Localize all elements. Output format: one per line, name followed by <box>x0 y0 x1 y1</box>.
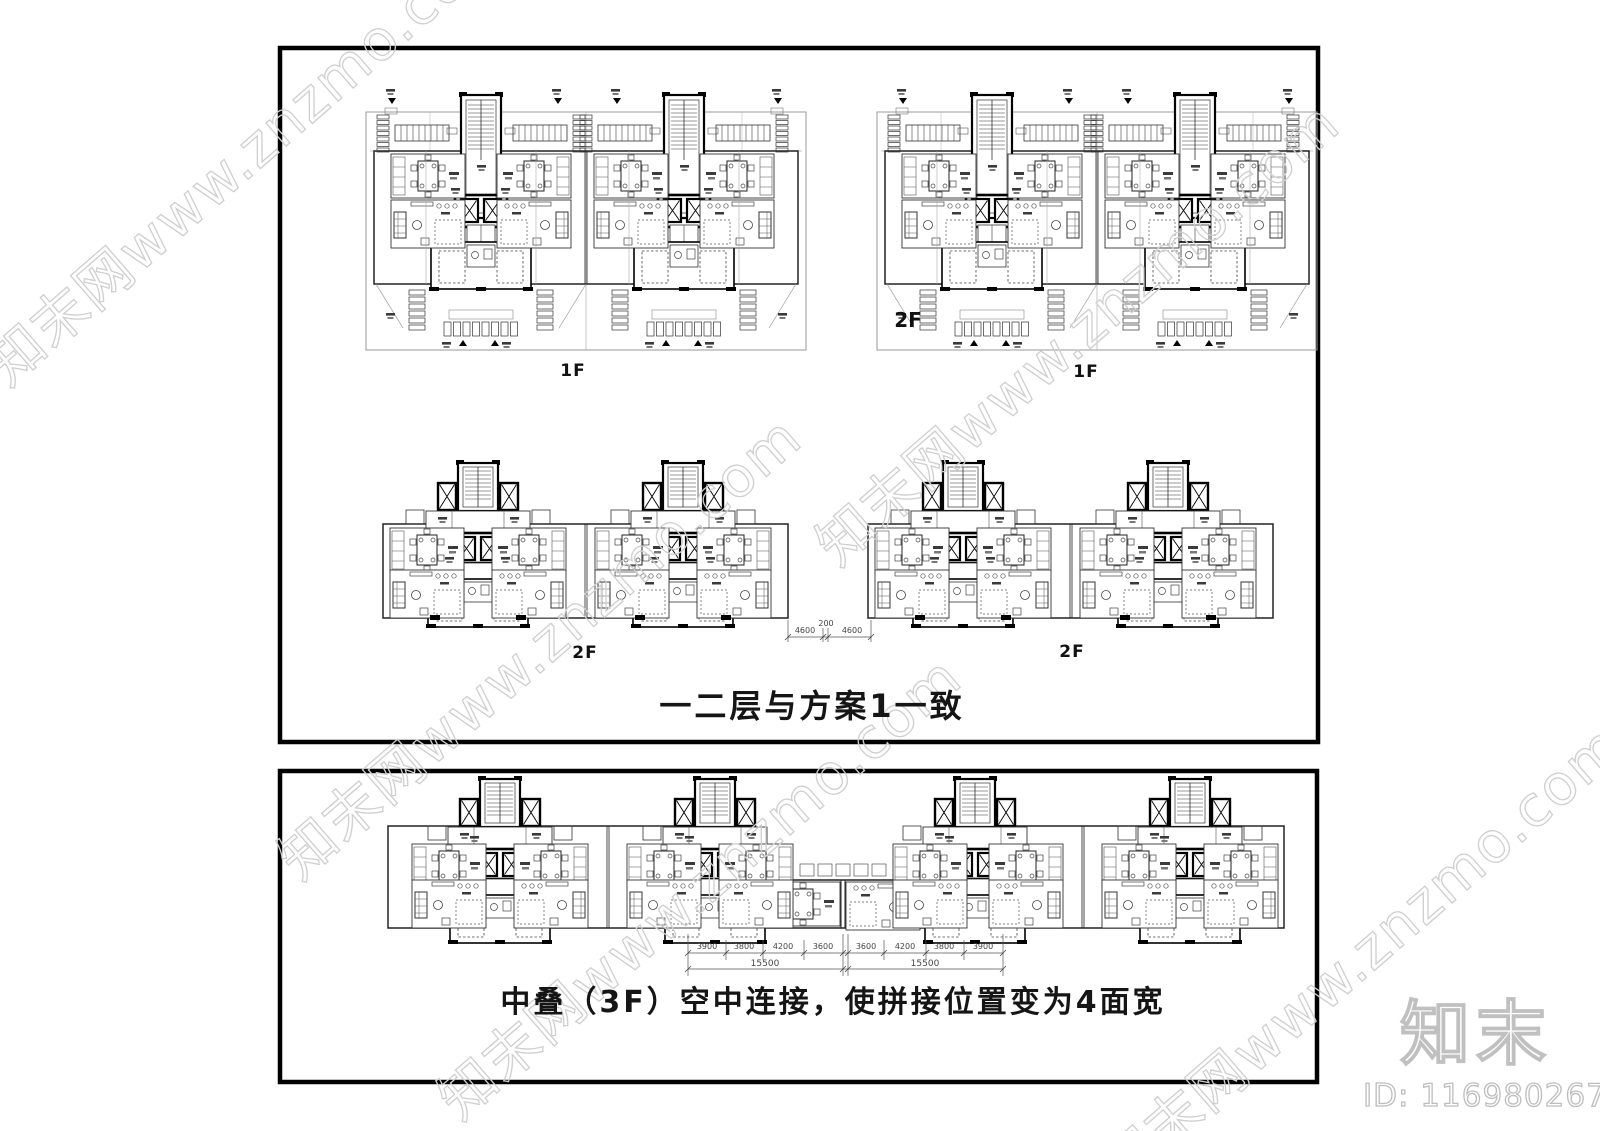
plan-3f <box>387 776 1285 944</box>
dim-3600-1: 3600 <box>813 942 833 951</box>
mid-dimension-string <box>784 620 875 642</box>
label-2f-inline: 2F <box>894 308 922 332</box>
bottom-panel: 3900 3800 4200 3600 3600 4200 3800 3900 … <box>277 768 1320 1085</box>
dim-4200-1: 4200 <box>773 942 793 951</box>
dim-15500-left: 15500 <box>751 959 780 969</box>
dim-200: 200 <box>818 619 833 628</box>
top-panel-caption: 一二层与方案1一致 <box>659 687 965 725</box>
dim-4600-left: 4600 <box>795 626 815 635</box>
dim-4600-right: 4600 <box>842 626 862 635</box>
dim-15500-right: 15500 <box>911 959 940 969</box>
top-panel-border <box>277 45 1321 745</box>
dim-3900-1: 3900 <box>697 942 717 951</box>
dim-3800-2: 3800 <box>934 942 954 951</box>
top-panel: 4600 200 4600 <box>277 45 1321 745</box>
dim-3600-2: 3600 <box>856 942 876 951</box>
watermark-text: 知末网www.znzmo.com <box>0 0 523 399</box>
dim-3900-2: 3900 <box>973 942 993 951</box>
bottom-panel-border <box>277 768 1320 1085</box>
image-id-label: ID: 1169802678 <box>1363 1078 1600 1114</box>
bottom-dimension-strings <box>684 934 1007 976</box>
dim-3800-1: 3800 <box>734 942 754 951</box>
bottom-panel-caption: 中叠（3F）空中连接，使拼接位置变为4面宽 <box>500 985 1166 1020</box>
brand-logo: 知末 <box>1400 993 1552 1075</box>
caption-1f-left: 1F <box>560 361 586 381</box>
plan-1f-left <box>366 89 806 350</box>
caption-2f-left: 2F <box>572 643 598 663</box>
caption-2f-right: 2F <box>1059 642 1085 662</box>
dim-4200-2: 4200 <box>895 942 915 951</box>
caption-1f-right: 1F <box>1073 362 1099 382</box>
